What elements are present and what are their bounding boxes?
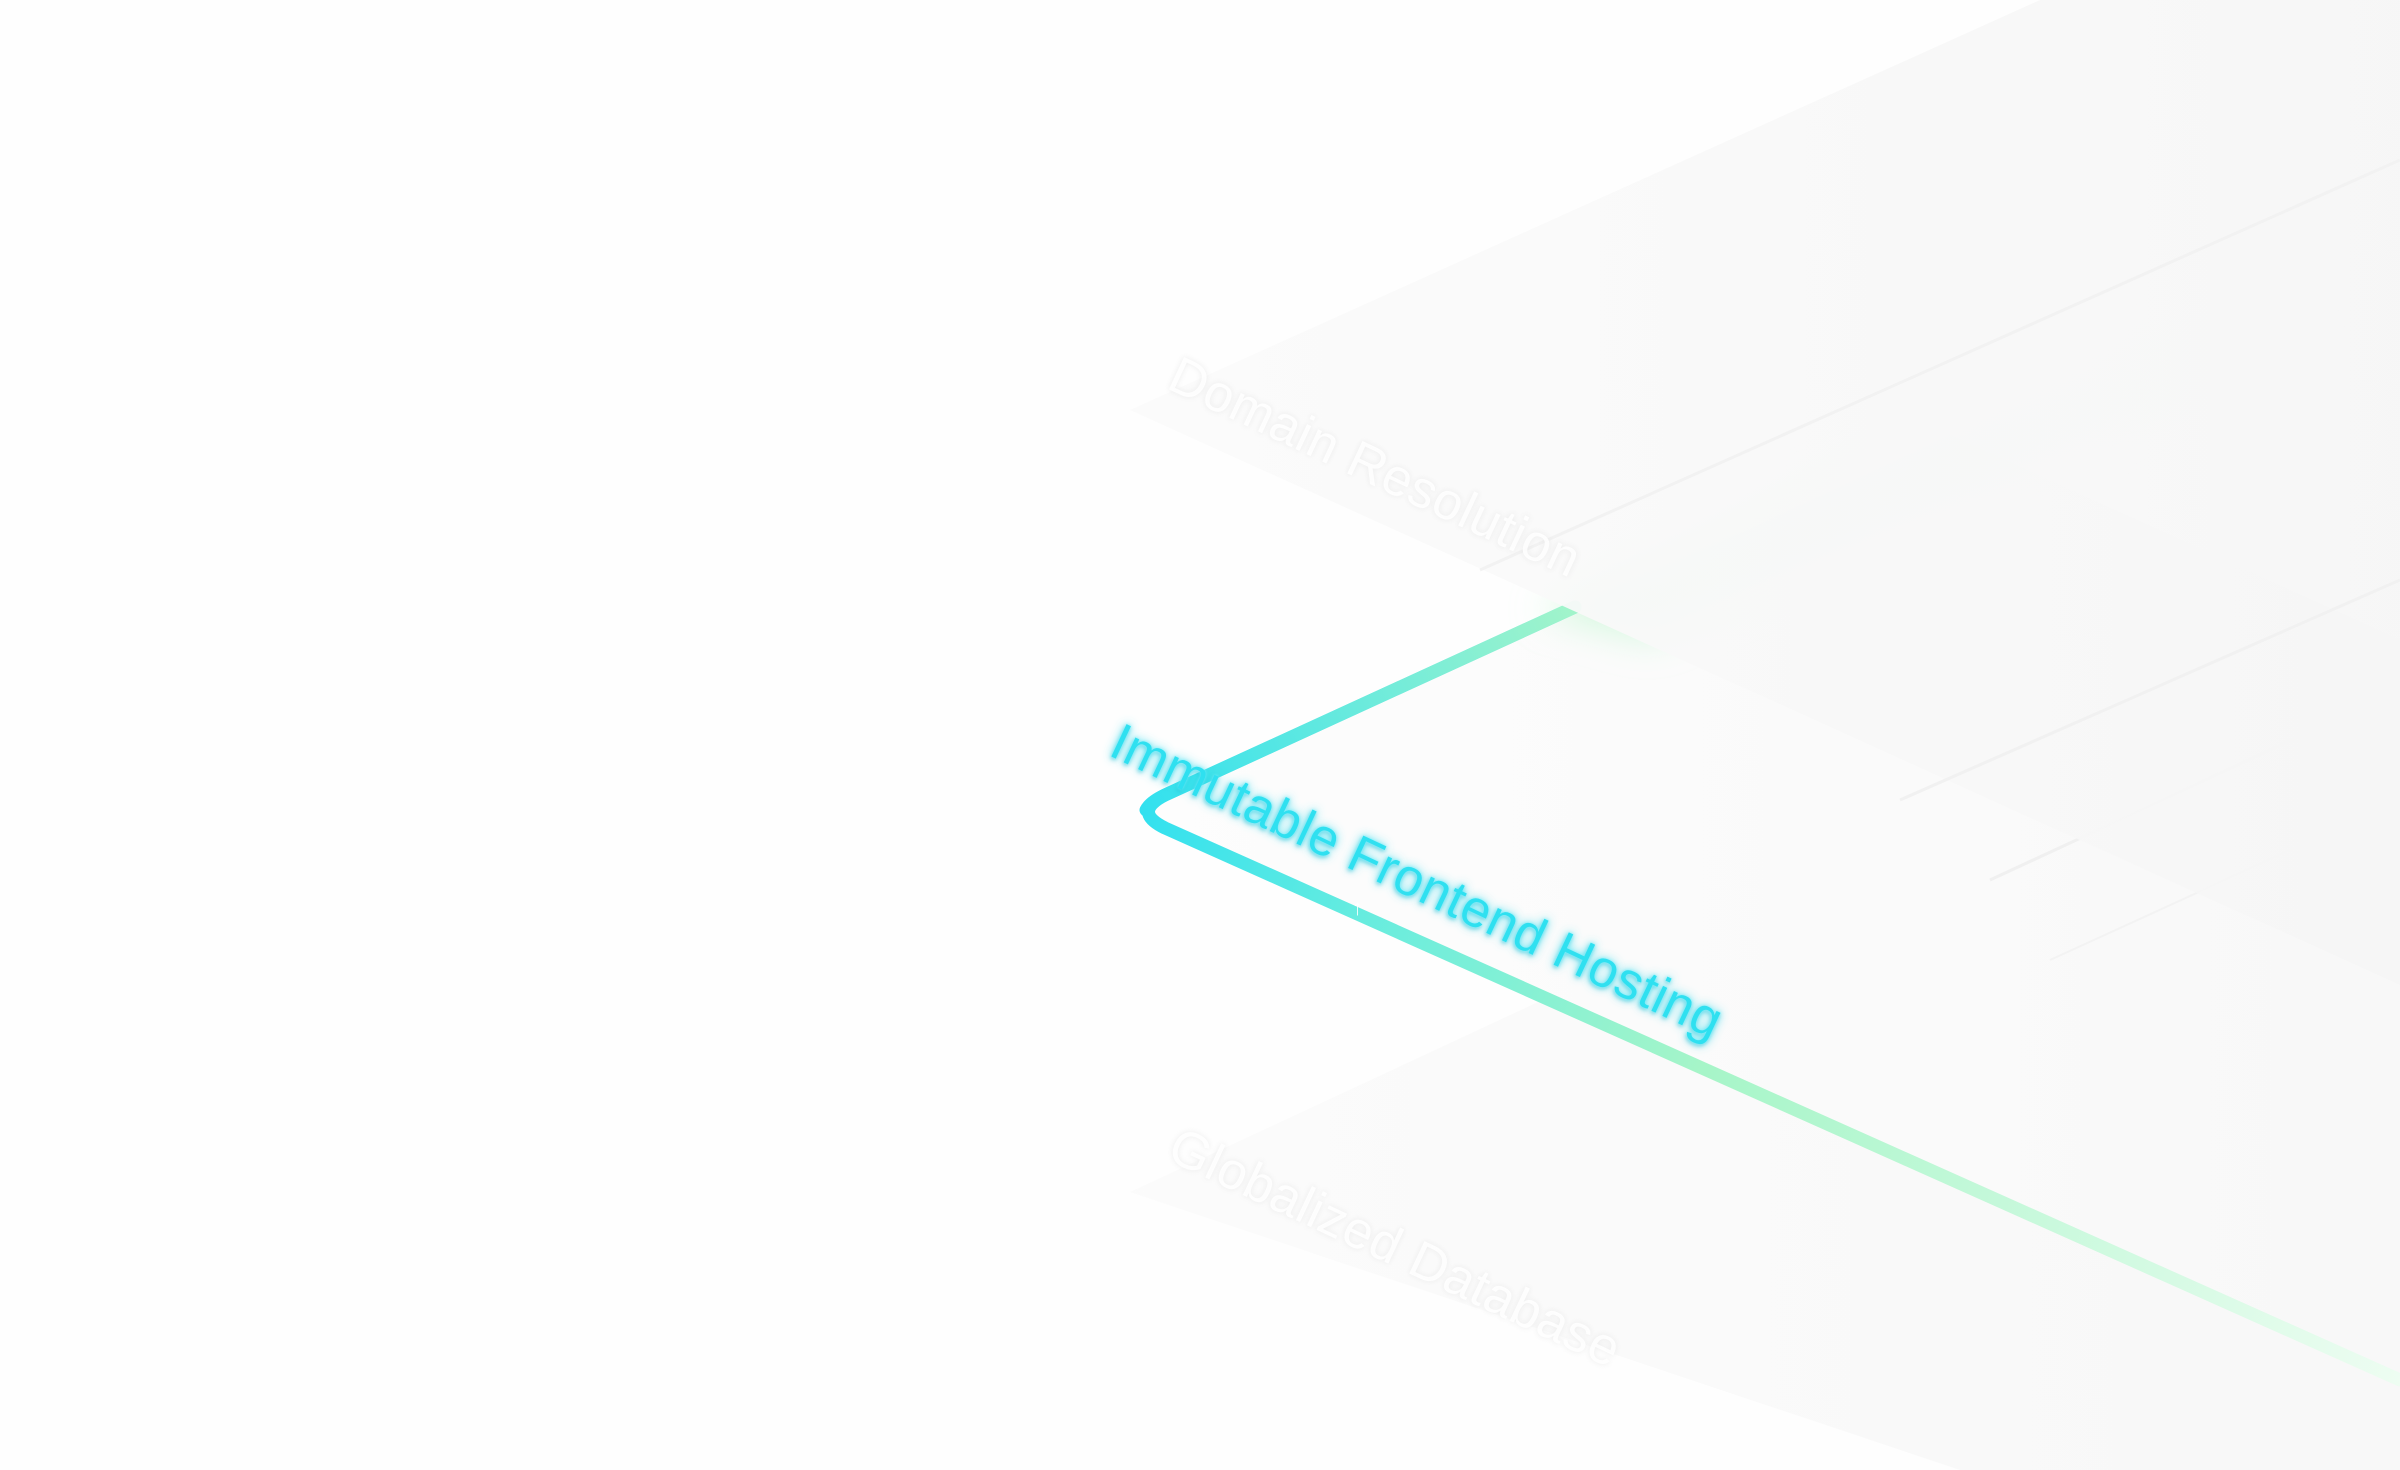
top-layer-plate (1130, 0, 2400, 985)
up-arrow-icon: ↑ (1352, 895, 1363, 920)
